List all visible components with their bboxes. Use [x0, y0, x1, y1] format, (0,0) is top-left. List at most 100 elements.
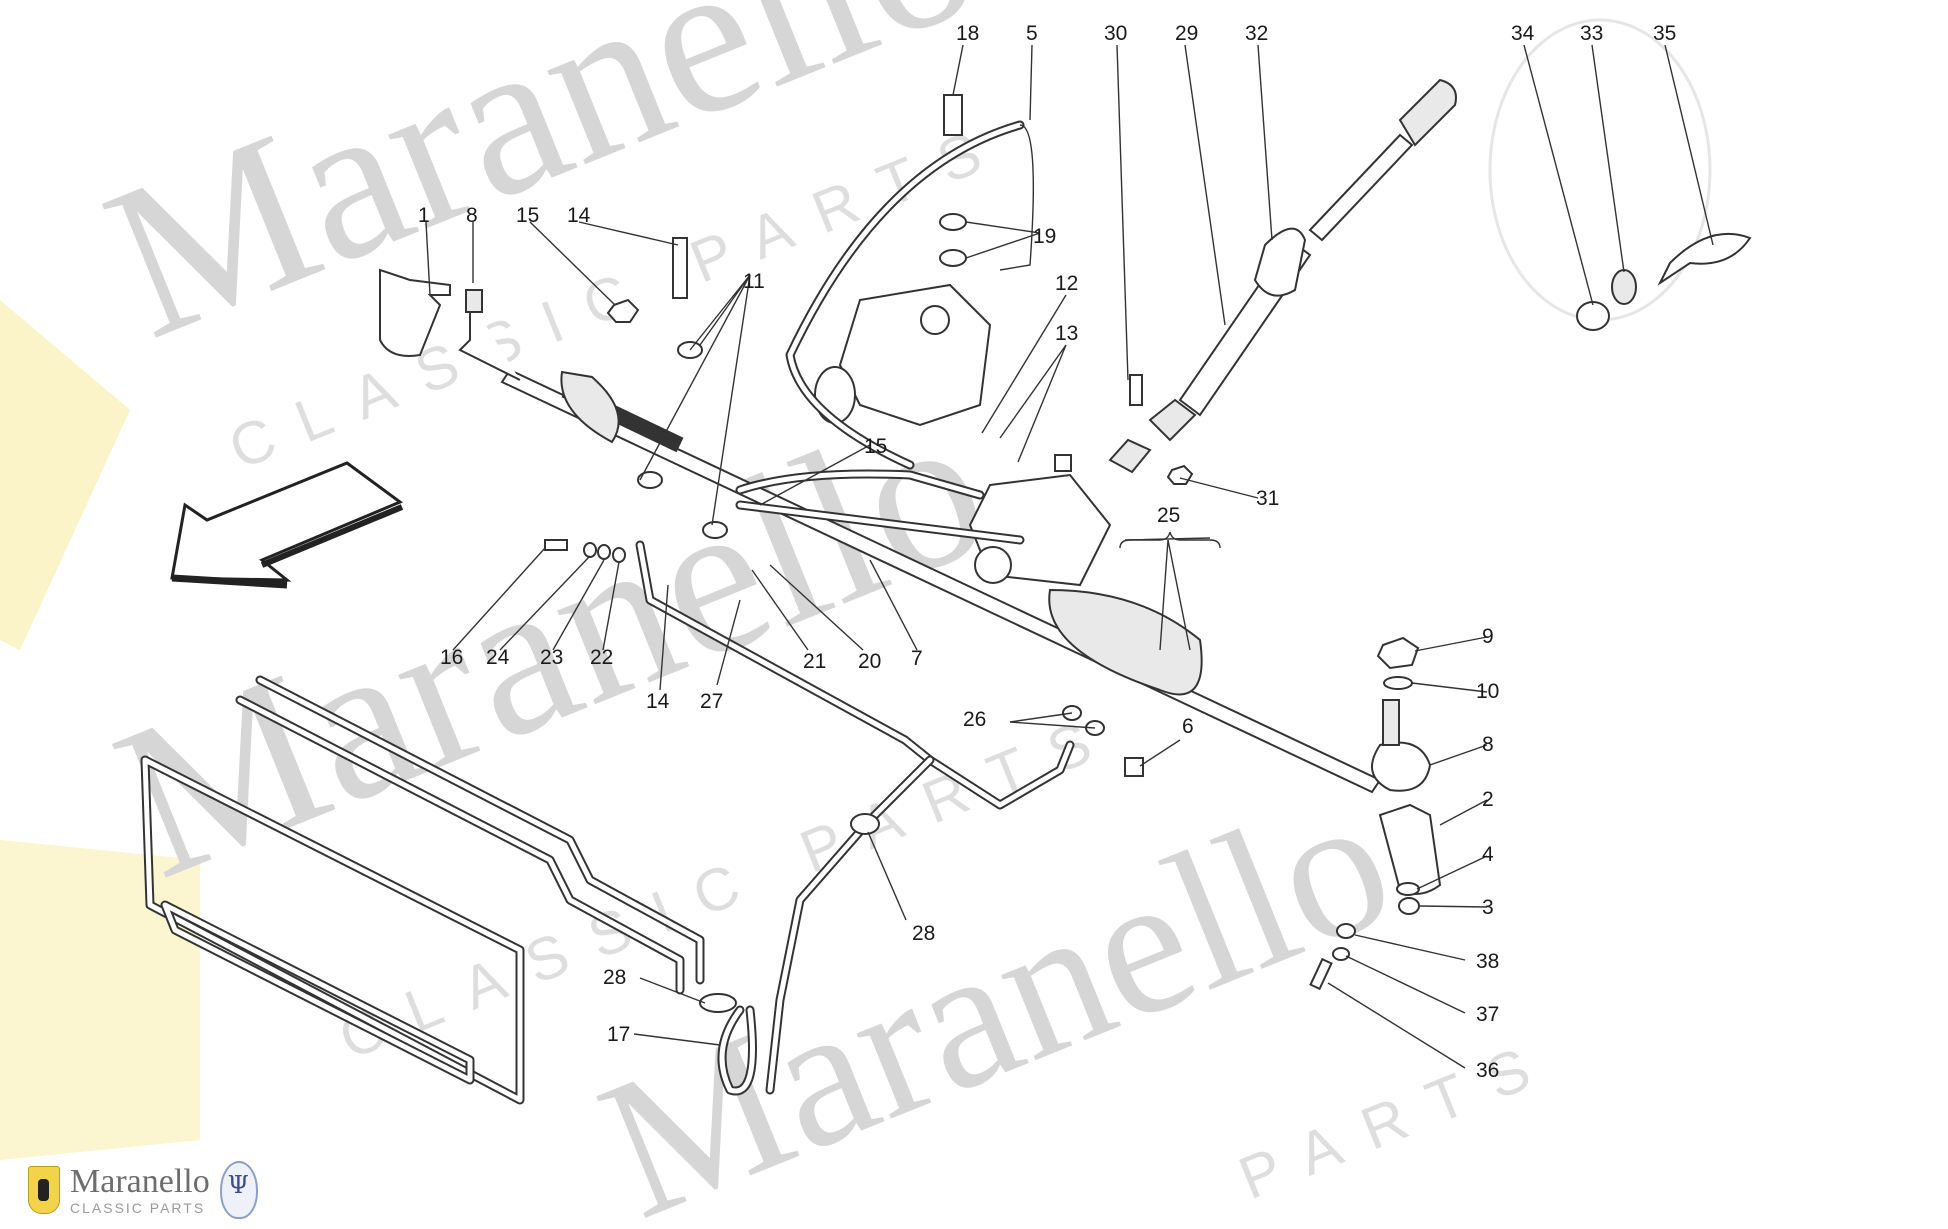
callout-22: 22 [590, 646, 613, 669]
callout-13: 13 [1055, 322, 1078, 345]
right-tie-rod-stud [1382, 699, 1400, 746]
callout-6: 6 [1182, 715, 1194, 738]
callout-27: 27 [700, 690, 723, 713]
pipe-runs [635, 540, 1075, 1096]
callout-16: 16 [440, 646, 463, 669]
ferrari-shield-icon [28, 1166, 60, 1214]
ring-34 [1576, 301, 1610, 331]
left-tie-rod-stud [465, 289, 483, 313]
bush-11-b [637, 471, 663, 489]
callout-30: 30 [1104, 22, 1127, 45]
left-tie-rod [458, 300, 521, 381]
callout-20: 20 [858, 650, 881, 673]
callout-25: 25 [1157, 504, 1180, 527]
washer-24 [583, 542, 597, 558]
seal-19-b [939, 249, 967, 267]
steering-column [1148, 78, 1457, 442]
callout-2: 2 [1482, 788, 1494, 811]
bracket-25 [1119, 531, 1221, 549]
seal-35 [1657, 232, 1752, 286]
callout-36: 36 [1476, 1059, 1499, 1082]
left-heat-shield [379, 268, 451, 357]
callout-37: 37 [1476, 1003, 1499, 1026]
callout-31: 31 [1256, 487, 1279, 510]
fasteners [544, 94, 1752, 1013]
callout-38: 38 [1476, 950, 1499, 973]
callout-14-bottom: 14 [646, 690, 670, 713]
brand-tagline: CLASSIC PARTS [70, 1200, 206, 1216]
sleeve-33 [1611, 269, 1637, 305]
bolt-16 [544, 539, 568, 551]
bolt-18 [943, 94, 963, 136]
callout-labels: 1 2 3 4 5 6 7 8 8 9 10 11 12 13 14 14 15… [418, 22, 1676, 1082]
callout-34: 34 [1511, 22, 1535, 45]
bolt-30 [1129, 374, 1143, 406]
washer-22 [612, 547, 626, 563]
callout-32: 32 [1245, 22, 1268, 45]
callout-17: 17 [607, 1023, 630, 1046]
maserati-trident-icon [219, 1161, 258, 1219]
callout-14-top: 14 [567, 204, 591, 227]
rack-pinion-cap [974, 546, 1012, 584]
right-tie-rod-nut [1376, 636, 1420, 670]
brand-logo: Maranello CLASSIC PARTS [28, 1160, 258, 1220]
direction-arrow-icon [170, 461, 404, 589]
callout-10: 10 [1476, 680, 1499, 703]
callout-11: 11 [743, 270, 765, 293]
watermark-sub-3: PARTS [1230, 1025, 1565, 1212]
callout-21: 21 [803, 650, 826, 673]
column-upper-shaft [1308, 133, 1414, 242]
washer-4 [1396, 882, 1420, 896]
bolt-6 [1124, 757, 1144, 777]
left-bellows [560, 370, 620, 444]
callout-9: 9 [1482, 625, 1494, 648]
right-tie-rod-washer [1383, 676, 1413, 690]
callout-24: 24 [486, 646, 510, 669]
ferrari-badge-watermark-top [0, 300, 130, 650]
callout-15-top: 15 [516, 204, 539, 227]
callout-12: 12 [1055, 272, 1078, 295]
right-bellows [1048, 588, 1203, 696]
callout-3: 3 [1482, 896, 1494, 919]
heat-shields [379, 268, 1442, 895]
bush-11-c [702, 521, 728, 539]
tie-rod-ends [458, 289, 1432, 792]
callout-35: 35 [1653, 22, 1676, 45]
callout-5: 5 [1026, 22, 1038, 45]
bush-38 [1336, 923, 1356, 939]
seal-19-a [939, 213, 967, 231]
washer-37 [1332, 947, 1350, 961]
upper-uj [1398, 78, 1457, 147]
callout-28-right: 28 [912, 922, 935, 945]
brand-name: Maranello [70, 1163, 210, 1200]
leader-lines [425, 44, 1714, 1069]
pump-body [838, 283, 992, 427]
lower-uj [1148, 398, 1197, 442]
callout-29: 29 [1175, 22, 1198, 45]
clamp-28-b [699, 993, 737, 1013]
callout-4: 4 [1482, 843, 1494, 866]
bush-13 [1054, 454, 1072, 472]
washer-23 [597, 544, 611, 560]
nut-31 [1166, 464, 1194, 485]
bolt-36 [1309, 957, 1333, 991]
pump-port [920, 305, 950, 335]
pinion-shaft [1108, 438, 1152, 474]
callout-15-mid: 15 [864, 435, 887, 458]
callout-26: 26 [963, 708, 986, 731]
callout-28-left: 28 [603, 966, 626, 989]
callout-23: 23 [540, 646, 563, 669]
steering-rack [500, 368, 1382, 794]
callout-8-right: 8 [1482, 733, 1494, 756]
callout-1: 1 [418, 204, 430, 227]
callout-33: 33 [1580, 22, 1603, 45]
ferrari-badge-watermark-bottom [0, 840, 200, 1160]
callout-7: 7 [911, 647, 923, 670]
nut-15 [606, 298, 640, 323]
clamp-28-a [850, 813, 880, 835]
right-tie-rod-end [1371, 741, 1432, 792]
bolt-14 [672, 237, 688, 299]
watermark: Maranello CLASSIC PARTS Maranello CLASSI… [0, 0, 1712, 1229]
nut-3 [1398, 897, 1420, 915]
